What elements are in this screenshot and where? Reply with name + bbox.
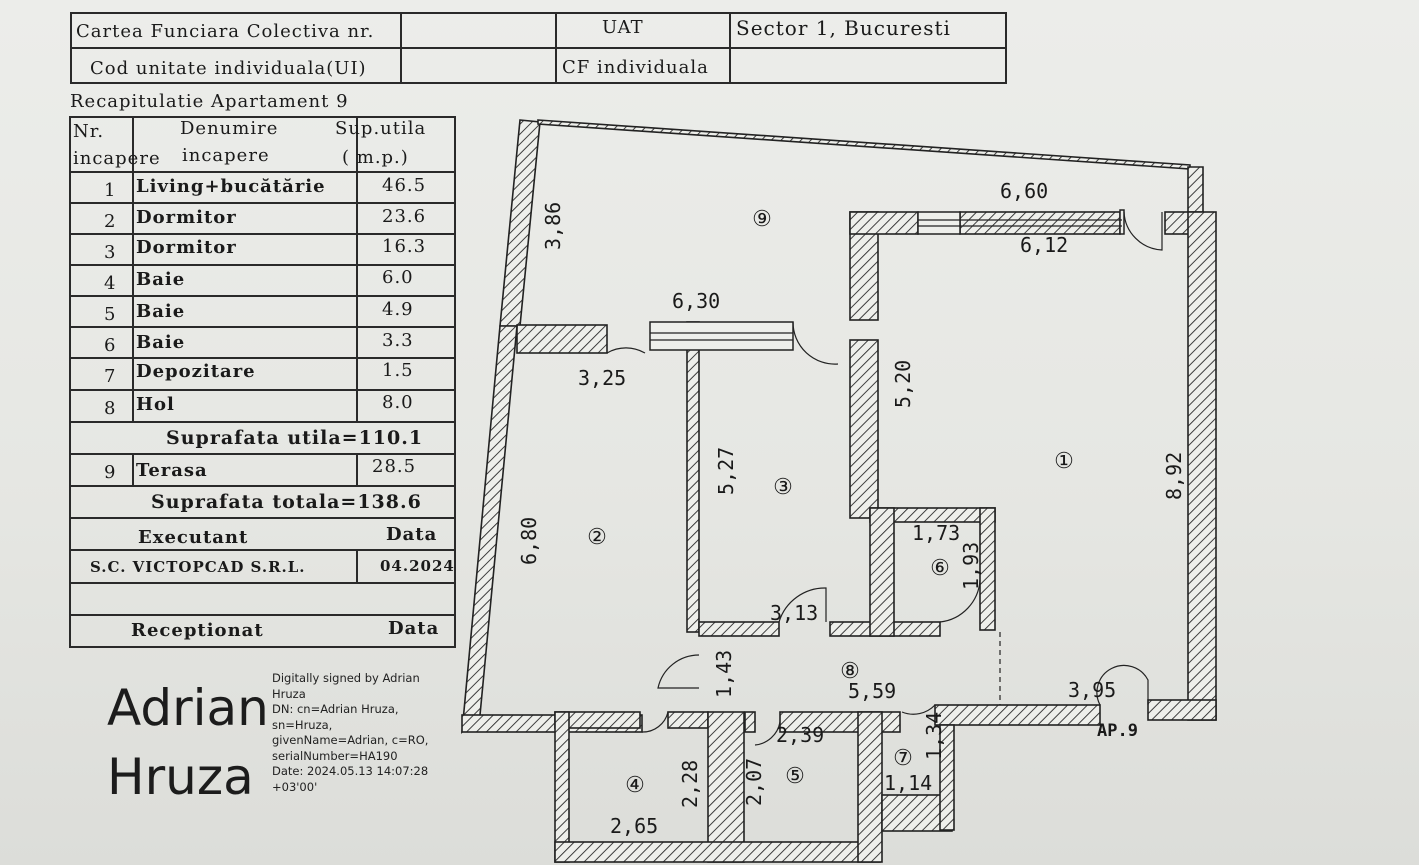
uat-value: Sector 1, Bucuresti xyxy=(736,16,951,40)
col-nr-label-2: incapere xyxy=(73,148,161,169)
room-marker-7: ⑦ xyxy=(893,746,913,771)
dim-label: 2,28 xyxy=(678,760,702,808)
room-name: Depozitare xyxy=(136,361,256,382)
cf-individuala-label: CF individuala xyxy=(562,57,709,78)
room-area: 46.5 xyxy=(382,175,427,196)
room-name: Living+bucătărie xyxy=(136,176,326,197)
room-marker-3: ③ xyxy=(773,475,793,500)
room-name: Dormitor xyxy=(136,237,237,258)
dim-label: 3,25 xyxy=(578,366,626,390)
room-nr: 4 xyxy=(104,273,117,294)
room-name: Hol xyxy=(136,394,175,415)
signature-line: givenName=Adrian, c=RO, xyxy=(272,733,429,747)
executant-date: 04.2024 xyxy=(380,557,455,575)
terasa-name: Terasa xyxy=(136,460,208,481)
room-marker-8: ⑧ xyxy=(840,659,860,684)
dim-label: 3,86 xyxy=(541,202,565,250)
room-area: 6.0 xyxy=(382,267,414,288)
room-nr: 6 xyxy=(104,335,117,356)
col-nr-label: Nr. xyxy=(73,121,105,142)
dim-label: 6,30 xyxy=(672,289,720,313)
dim-label: 5,59 xyxy=(848,679,896,703)
signature-last-name: Hruza xyxy=(107,748,254,806)
dim-label: 1,93 xyxy=(959,542,983,590)
dim-label: 1,34 xyxy=(922,712,946,760)
executant-label: Executant xyxy=(138,527,249,548)
room-area: 1.5 xyxy=(382,360,414,381)
room-nr: 8 xyxy=(104,398,117,419)
room-nr: 1 xyxy=(104,180,117,201)
dim-label: 2,07 xyxy=(742,758,766,806)
room-name: Baie xyxy=(136,269,186,290)
receptionat-data-label: Data xyxy=(388,618,440,639)
room-area: 8.0 xyxy=(382,392,414,413)
signature-line: sn=Hruza, xyxy=(272,717,333,732)
suprafata-utila: Suprafata utila=110.1 xyxy=(166,427,424,449)
room-area: 4.9 xyxy=(382,299,414,320)
dim-label: 1,14 xyxy=(884,771,932,795)
signature-first-name: Adrian xyxy=(107,679,269,737)
dim-label: 2,39 xyxy=(776,723,824,747)
room-marker-5: ⑤ xyxy=(785,764,805,789)
room-nr: 5 xyxy=(104,304,117,325)
signature-line: DN: cn=Adrian Hruza, xyxy=(272,702,399,716)
room-marker-1: ① xyxy=(1054,449,1074,474)
dim-label: 5,20 xyxy=(891,360,915,408)
signature-line: serialNumber=HA190 xyxy=(272,748,398,763)
dim-label: 2,65 xyxy=(610,814,658,838)
dim-label: 3,95 xyxy=(1068,678,1116,702)
room-nr: 3 xyxy=(104,242,117,263)
signature-line: Date: 2024.05.13 14:07:28 xyxy=(272,764,429,778)
receptionat-label: Receptionat xyxy=(131,620,264,641)
dim-label: 8,92 xyxy=(1162,452,1186,500)
signature-line: +03'00' xyxy=(272,779,318,794)
col-area-label-2: ( m.p.) xyxy=(342,147,409,168)
dim-label: 6,60 xyxy=(1000,179,1048,203)
room-marker-4: ④ xyxy=(625,773,645,798)
room-nr: 2 xyxy=(104,211,117,232)
uat-label: UAT xyxy=(602,17,644,38)
room-name: Baie xyxy=(136,301,186,322)
room-marker-2: ② xyxy=(587,525,607,550)
terasa-area: 28.5 xyxy=(372,456,417,477)
recap-table xyxy=(69,116,456,648)
signature-details: Digitally signed by Adrian Hruza DN: cn=… xyxy=(272,671,428,795)
recap-title: Recapitulatie Apartament 9 xyxy=(70,91,349,112)
suprafata-totala: Suprafata totala=138.6 xyxy=(151,491,422,513)
room-area: 3.3 xyxy=(382,330,414,351)
dim-label: 1,43 xyxy=(712,650,736,698)
terasa-nr: 9 xyxy=(104,462,117,483)
col-area-label: Sup.utila xyxy=(335,118,427,139)
dim-label: 3,13 xyxy=(770,601,818,625)
room-area: 16.3 xyxy=(382,236,427,257)
cod-ui-label: Cod unitate individuala(UI) xyxy=(90,58,367,79)
signature-line: Digitally signed by Adrian xyxy=(272,671,420,685)
room-nr: 7 xyxy=(104,366,117,387)
signature-line: Hruza xyxy=(272,686,306,701)
dim-label: 6,80 xyxy=(517,517,541,565)
room-marker-9: ⑨ xyxy=(752,207,772,232)
data-label: Data xyxy=(386,524,438,545)
dim-label: 1,73 xyxy=(912,521,960,545)
room-name: Baie xyxy=(136,332,186,353)
room-name: Dormitor xyxy=(136,207,237,228)
room-area: 23.6 xyxy=(382,206,427,227)
cf-colectiva-label: Cartea Funciara Colectiva nr. xyxy=(76,21,375,42)
room-marker-6: ⑥ xyxy=(930,556,950,581)
apartment-label: AP.9 xyxy=(1097,721,1138,741)
col-name-label: Denumire xyxy=(180,118,279,139)
dim-label: 6,12 xyxy=(1020,233,1068,257)
dim-label: 5,27 xyxy=(714,447,738,495)
col-name-label-2: incapere xyxy=(182,145,270,166)
executant-value: S.C. VICTOPCAD S.R.L. xyxy=(90,558,306,576)
